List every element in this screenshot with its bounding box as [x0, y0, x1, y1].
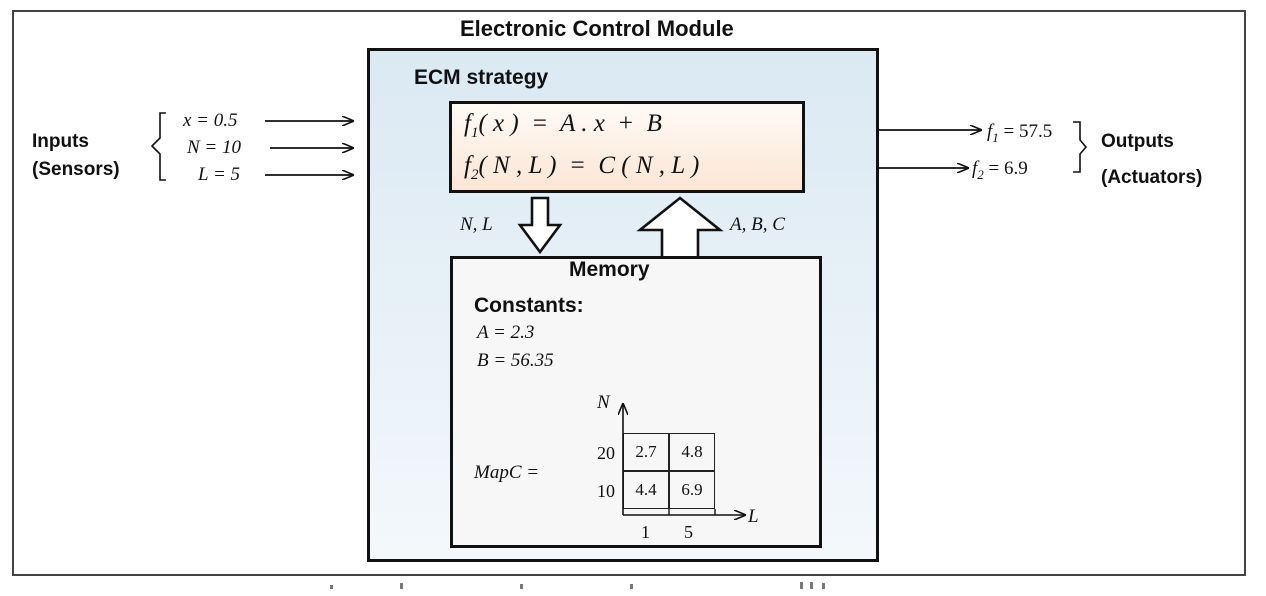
- output-f2: f2 = 6.9: [972, 158, 1028, 183]
- clipped-caption-residue: [330, 582, 825, 589]
- outputs-label: Outputs (Actuators): [1101, 124, 1202, 196]
- equation-f1-body: ( x ) = A . x + B: [478, 110, 662, 137]
- equation-f2-body: ( N , L ) = C ( N , L ): [478, 152, 700, 179]
- diagram-title: Electronic Control Module: [460, 16, 734, 41]
- map-row-label: 10: [597, 481, 615, 501]
- equation-f2-fn: f: [464, 152, 471, 179]
- map-y-axis-label: N: [597, 392, 610, 413]
- equation-f1-fn: f: [464, 110, 471, 137]
- constants-title: Constants:: [474, 294, 584, 317]
- output-f1-sub: 1: [992, 129, 999, 145]
- up-arrow-label: A, B, C: [730, 214, 785, 235]
- strategy-title: ECM strategy: [414, 66, 549, 89]
- down-block-arrow: [517, 196, 563, 255]
- map-x-axis-label: L: [748, 506, 759, 527]
- input-x: x = 0.5: [183, 110, 238, 131]
- output-f1: f1 = 57.5: [987, 121, 1052, 146]
- equation-f2-sub: 2: [470, 167, 479, 183]
- map-cell: 4.4: [623, 471, 669, 509]
- constant-b: B = 56.35: [477, 350, 554, 371]
- outputs-label-line2: (Actuators): [1101, 167, 1203, 188]
- input-n: N = 10: [187, 137, 241, 158]
- down-arrow-label: N, L: [460, 214, 493, 235]
- inputs-label: Inputs (Sensors): [32, 128, 120, 184]
- inputs-brace: [150, 112, 166, 181]
- map-col-label: 1: [641, 522, 650, 542]
- outputs-brace: [1073, 121, 1088, 173]
- equation-f1: f1( x ) = A . x + B: [464, 110, 662, 142]
- equation-f2: f2( N , L ) = C ( N , L ): [464, 152, 699, 184]
- inputs-label-line2: (Sensors): [32, 159, 120, 180]
- outputs-label-line1: Outputs: [1101, 131, 1174, 152]
- map-cell: 6.9: [669, 471, 715, 509]
- output-f1-value: = 57.5: [1003, 121, 1053, 142]
- output-f2-fn: f: [972, 158, 978, 179]
- memory-title: Memory: [569, 258, 650, 281]
- output-f1-fn: f: [987, 121, 993, 142]
- strategy-equations-box: [449, 101, 805, 193]
- map-row-label: 20: [597, 443, 615, 463]
- inputs-label-line1: Inputs: [32, 131, 89, 152]
- constant-a: A = 2.3: [477, 322, 535, 343]
- map-col-label: 5: [684, 522, 693, 542]
- output-f2-sub: 2: [977, 166, 984, 182]
- equation-f1-sub: 1: [470, 125, 479, 141]
- map-cell: 4.8: [669, 433, 715, 471]
- input-l: L = 5: [198, 164, 241, 185]
- map-label: MapC =: [474, 462, 540, 483]
- output-f2-value: = 6.9: [988, 158, 1028, 179]
- up-block-arrow: [636, 196, 724, 256]
